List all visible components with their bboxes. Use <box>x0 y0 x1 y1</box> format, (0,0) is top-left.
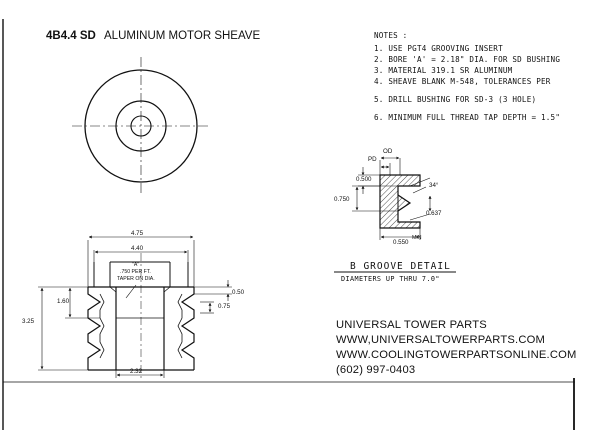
company-name: UNIVERSAL TOWER PARTS <box>336 319 487 331</box>
taper-note-line1: .750 PER FT. <box>120 269 151 275</box>
phone-number: (602) 997-0403 <box>336 364 416 376</box>
website-link[interactable]: WWW.COOLINGTOWERPARTSONLINE.COM <box>336 349 577 361</box>
groove-detail <box>334 156 456 273</box>
website-link[interactable]: WWW,UNIVERSALTOWERPARTS.COM <box>336 334 546 346</box>
section-dimensions <box>38 235 232 378</box>
dim-outer-width: 4.40 <box>131 245 144 252</box>
dim-left-height: 1.60 <box>57 298 70 305</box>
note-item: 4. SHEAVE BLANK M-548, TOLERANCES PER <box>374 77 551 86</box>
groove-dim-left: 0.750 <box>334 196 350 203</box>
dim-top-offset: 0.50 <box>232 289 245 296</box>
groove-detail-subtitle: DIAMETERS UP THRU 7.0" <box>341 275 440 283</box>
dim-total-height: 3.25 <box>22 318 35 325</box>
note-item: 2. BORE 'A' = 2.18" DIA. FOR SD BUSHING <box>374 55 561 64</box>
section-view <box>87 253 195 380</box>
groove-dim-bottom-note: MIN <box>412 235 422 241</box>
part-number: 4B4.4 SD <box>46 30 96 42</box>
notes-heading: NOTES : <box>374 31 408 40</box>
note-item: 5. DRILL BUSHING FOR SD-3 (3 HOLE) <box>374 95 537 104</box>
sheet-border <box>2 19 575 430</box>
pd-label: PD <box>368 156 377 163</box>
part-name: ALUMINUM MOTOR SHEAVE <box>104 30 261 42</box>
groove-dim-top: 0.500 <box>356 176 372 183</box>
note-item: 3. MATERIAL 319.1 SR ALUMINUM <box>374 66 513 75</box>
front-view <box>72 57 210 195</box>
note-item: 6. MINIMUM FULL THREAD TAP DEPTH = 1.5" <box>374 113 561 122</box>
groove-angle: 34° <box>429 182 439 189</box>
dim-bottom-width: 2.32 <box>130 368 143 375</box>
dim-right-height: 0.75 <box>218 303 231 310</box>
bore-label: "A" <box>132 262 140 268</box>
od-label: OD <box>383 148 393 155</box>
groove-dim-bottom: 0.550 <box>393 239 409 246</box>
dim-overall-width: 4.75 <box>131 230 144 237</box>
note-item: 1. USE PGT4 GROOVING INSERT <box>374 44 503 53</box>
groove-detail-title: B GROOVE DETAIL <box>350 261 451 272</box>
groove-dim-depth: 0.637 <box>426 210 442 217</box>
taper-note-line2: TAPER ON DIA. <box>117 276 155 282</box>
